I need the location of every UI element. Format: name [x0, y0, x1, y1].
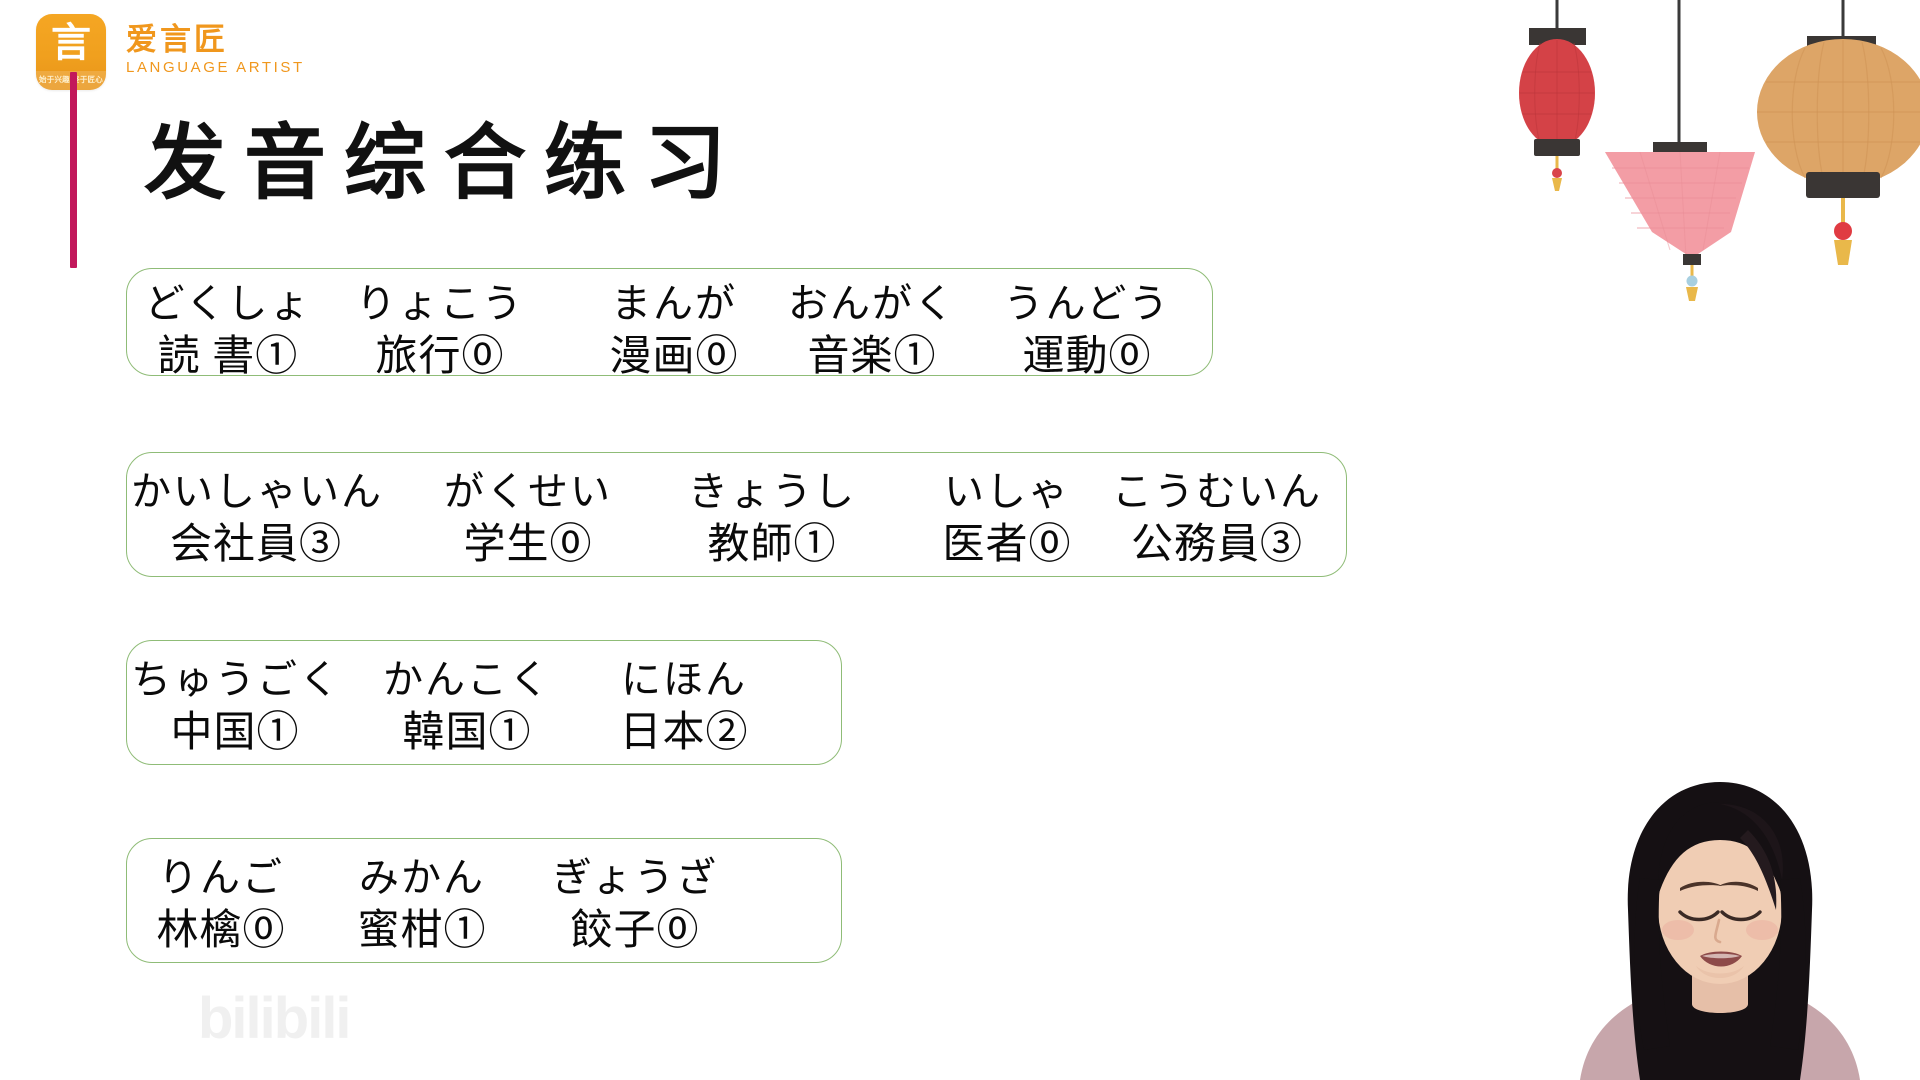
- word-item: りょこう 旅行⓪: [345, 279, 535, 383]
- red-oval-lantern-icon: [1519, 28, 1595, 191]
- presenter-video-overlay: [1520, 760, 1920, 1080]
- brand-name-en: LANGUAGE ARTIST: [126, 59, 305, 76]
- word-kanji: 林檎⓪: [156, 908, 286, 954]
- word-kanji: 公務員③: [1130, 522, 1303, 568]
- brand-wordmark: 爱言匠 LANGUAGE ARTIST: [126, 14, 305, 76]
- word-kanji: 運動⓪: [1022, 334, 1152, 380]
- word-kana: みかん: [359, 855, 485, 900]
- word-kanji: 会社員③: [169, 522, 342, 568]
- word-kana: りんご: [158, 855, 284, 900]
- word-box-occupations: かいしゃいん 会社員③ がくせい 学生⓪ きょうし 教師① いしゃ 医者⓪ こう…: [126, 452, 1347, 577]
- pink-trapezoid-lantern-icon: [1605, 142, 1755, 301]
- word-kanji: 学生⓪: [463, 522, 593, 568]
- word-item: きょうし 教師①: [672, 467, 872, 571]
- word-kanji: 日本②: [619, 710, 749, 756]
- word-kana: うんどう: [1003, 281, 1171, 326]
- word-kana: かいしゃいん: [131, 469, 383, 514]
- brand-logo: 言 始于兴趣 终于匠心 爱言匠 LANGUAGE ARTIST: [36, 14, 305, 90]
- word-kana: ぎょうざ: [552, 855, 718, 900]
- word-kanji: 医者⓪: [942, 522, 1072, 568]
- presenter-portrait: [1520, 760, 1920, 1080]
- page-title: 发音综合练习: [144, 118, 745, 209]
- word-kanji: 読 書①: [157, 334, 299, 380]
- word-kanji: 漫画⓪: [609, 334, 739, 380]
- bilibili-watermark: bilibili: [198, 986, 352, 1051]
- word-kanji: 蜜柑①: [357, 908, 487, 954]
- word-kana: かんこく: [383, 657, 551, 702]
- word-item: ちゅうごく 中国①: [131, 655, 339, 759]
- word-kana: いしゃ: [944, 469, 1070, 514]
- word-kana: まんが: [611, 281, 737, 326]
- word-item: どくしょ 読 書①: [133, 279, 323, 383]
- word-kana: りょこう: [356, 281, 524, 326]
- word-item: うんどう 運動⓪: [992, 279, 1182, 383]
- word-item: こうむいん 公務員③: [1102, 467, 1332, 571]
- word-kanji: 韓国①: [402, 710, 532, 756]
- word-item: おんがく 音楽①: [777, 279, 967, 383]
- word-kanji: 教師①: [707, 522, 837, 568]
- word-item: かんこく 韓国①: [372, 655, 562, 759]
- word-kana: にほん: [621, 657, 747, 702]
- tan-round-lantern-icon: [1757, 36, 1920, 265]
- word-item: みかん 蜜柑①: [332, 853, 512, 957]
- word-item: いしゃ 医者⓪: [917, 467, 1097, 571]
- word-item: がくせい 学生⓪: [423, 467, 633, 571]
- word-box-foods: りんご 林檎⓪ みかん 蜜柑① ぎょうざ 餃子⓪: [126, 838, 842, 963]
- word-kana: おんがく: [788, 281, 956, 326]
- word-kanji: 音楽①: [807, 334, 937, 380]
- word-kana: こうむいん: [1112, 469, 1322, 514]
- word-item: ぎょうざ 餃子⓪: [535, 853, 735, 957]
- title-accent-bar: [70, 72, 77, 268]
- word-kanji: 中国①: [170, 710, 300, 756]
- word-item: りんご 林檎⓪: [131, 853, 311, 957]
- word-kana: どくしょ: [144, 281, 312, 326]
- word-kana: きょうし: [688, 469, 856, 514]
- word-item: まんが 漫画⓪: [589, 279, 759, 383]
- word-kanji: 旅行⓪: [375, 334, 505, 380]
- word-item: かいしゃいん 会社員③: [131, 467, 381, 571]
- word-box-hobbies: どくしょ 読 書① りょこう 旅行⓪ まんが 漫画⓪ おんがく 音楽① うんどう…: [126, 268, 1213, 380]
- word-box-countries: ちゅうごく 中国① かんこく 韓国① にほん 日本②: [126, 640, 842, 765]
- lantern-decoration-group: [1519, 0, 1920, 301]
- word-item: にほん 日本②: [599, 655, 769, 759]
- brand-name-cn: 爱言匠: [126, 22, 228, 57]
- word-kana: がくせい: [444, 469, 612, 514]
- word-kanji: 餃子⓪: [570, 908, 700, 954]
- word-kana: ちゅうごく: [131, 657, 341, 702]
- logo-glyph: 言: [51, 20, 91, 65]
